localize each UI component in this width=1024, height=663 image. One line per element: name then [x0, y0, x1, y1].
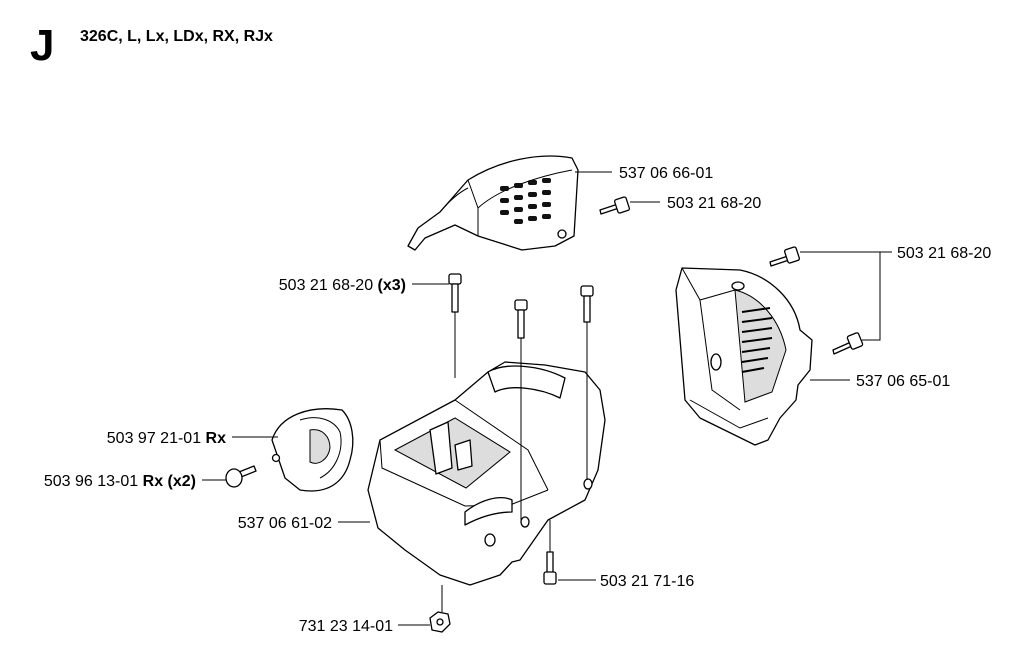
top-cover-part[interactable]: [407, 155, 579, 251]
callout-label: 537 06 65-01: [856, 373, 950, 390]
screw-part[interactable]: [514, 299, 528, 339]
callout-label: 537 06 61-02: [238, 515, 332, 532]
screw-part[interactable]: [769, 246, 800, 267]
screw-part[interactable]: [599, 196, 630, 215]
screw-part[interactable]: [580, 285, 594, 323]
cylinder-cover-part[interactable]: [367, 361, 606, 586]
leader-lines: [202, 171, 892, 626]
section-letter: J: [30, 21, 55, 70]
nut-part[interactable]: [429, 611, 451, 633]
callout-label: 503 96 13-01 Rx (x2): [44, 473, 196, 490]
callout-label: 503 97 21-01 Rx: [107, 430, 226, 447]
screw-part[interactable]: [225, 465, 257, 488]
callout-label: 731 23 14-01: [299, 618, 393, 635]
side-cover-part[interactable]: [675, 267, 813, 446]
callout-label: 503 21 68-20: [897, 245, 991, 262]
callout-label: 503 21 68-20 (x3): [279, 277, 406, 294]
screw-part[interactable]: [448, 273, 462, 313]
callout-label: 503 21 68-20: [667, 195, 761, 212]
small-cover-part[interactable]: [271, 408, 354, 492]
callout-label: 537 06 66-01: [619, 165, 713, 182]
callout-label: 503 21 71-16: [600, 573, 694, 590]
screw-part[interactable]: [832, 332, 864, 355]
model-list: 326C, L, Lx, LDx, RX, RJx: [80, 28, 273, 45]
bolt-part[interactable]: [543, 551, 557, 585]
